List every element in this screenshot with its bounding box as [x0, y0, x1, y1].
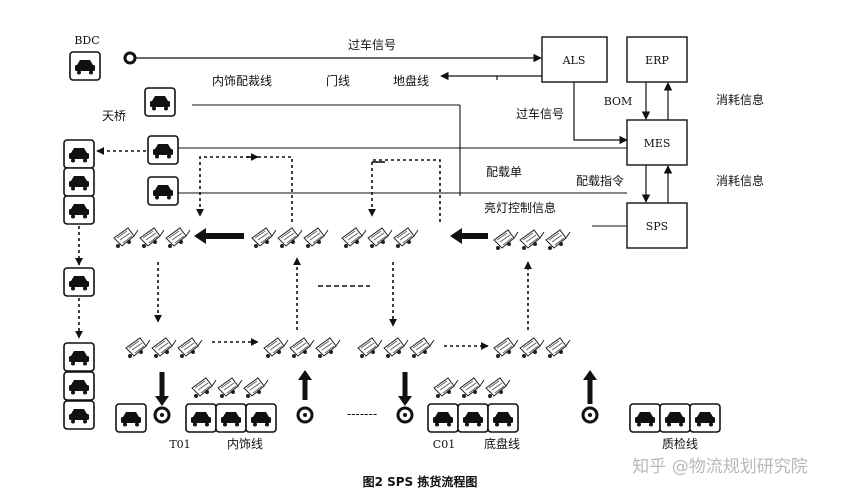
queue-car-icon [63, 139, 95, 169]
consume-top-label: 消耗信息 [716, 92, 764, 107]
bridge-car-icon [144, 87, 176, 117]
chassis-line-label: 地盘线 [393, 73, 429, 88]
qc-car-icon [689, 403, 721, 433]
chassis-car-icon [487, 403, 519, 433]
qc-node [581, 406, 599, 424]
t01-arrow-head [155, 396, 169, 406]
mes-label: MES [644, 137, 671, 150]
qc-node-dot [588, 413, 592, 417]
interior-line-name: 内饰线 [227, 437, 263, 451]
load-cmd-label: 配载指令 [576, 173, 624, 188]
signal-top-label: 过车信号 [348, 37, 396, 52]
watermark: 知乎 @物流规划研究院 [632, 457, 807, 477]
cart-train-upper-3 [342, 228, 418, 248]
cart-train-upper-1 [114, 228, 190, 248]
consume-bottom-label: 消耗信息 [716, 173, 764, 188]
queue-car-icon [63, 371, 95, 401]
bridge-car-icon [147, 135, 179, 165]
signal-mid-label: 过车信号 [516, 106, 564, 121]
dotted-loop-chassis [368, 159, 441, 222]
cart-train-lower-3 [358, 338, 434, 358]
t01-label: T01 [169, 438, 190, 451]
cart-train-upper-2 [252, 228, 328, 248]
mes-box [626, 119, 688, 166]
chassis-car-icon [457, 403, 489, 433]
interior-car-icon [245, 403, 277, 433]
door-arrow-head [298, 370, 312, 380]
bridge-label: 天桥 [102, 109, 126, 123]
bdc-signal-node [123, 51, 137, 65]
qc-car-icon [629, 403, 661, 433]
cart-train-upper-4 [494, 230, 570, 250]
c01-arrow-head [398, 396, 412, 406]
cart-train-lower-2 [264, 338, 340, 358]
door-line-label: 门线 [326, 73, 350, 88]
light-info-label: 亮灯控制信息 [484, 200, 556, 215]
interior-car-icon [215, 403, 247, 433]
bom-label: BOM [604, 95, 633, 108]
thick-arrow-head [450, 228, 462, 244]
load-list-label: 配载单 [486, 165, 522, 179]
figure-caption: 图2 SPS 拣货流程图 [363, 474, 478, 489]
chassis-car-icon [427, 403, 459, 433]
bottom-dash: ------- [347, 407, 377, 421]
c01-node [396, 406, 414, 424]
als-box [541, 36, 608, 83]
cart-train-lower-4 [494, 338, 570, 358]
dotted-loop-interior [196, 156, 293, 222]
cart-train-lower-1 [126, 338, 202, 358]
queue-car-icon [63, 267, 95, 297]
cart-train-bottom-1 [192, 378, 268, 398]
bridge-car-icon [147, 176, 179, 206]
interior-car-icon [185, 403, 217, 433]
t01-car-icon [115, 403, 147, 433]
door-node [296, 406, 314, 424]
queue-car-icon [63, 400, 95, 430]
qc-line-name: 质检线 [662, 436, 698, 451]
als-to-mes-arrow [573, 82, 628, 145]
c01-label: C01 [433, 438, 455, 451]
bdc-label: BDC [74, 34, 99, 47]
queue-car-icon [63, 195, 95, 225]
t01-node [153, 406, 171, 424]
interior-line-label: 内饰配裁线 [212, 74, 272, 88]
t01-node-dot [160, 413, 164, 417]
queue-car-icon [63, 342, 95, 372]
qc-arrow-head [583, 370, 597, 380]
chassis-line-name: 底盘线 [484, 436, 520, 451]
als-label: ALS [562, 54, 586, 67]
queue-car-icon [63, 167, 95, 197]
als-to-lines-arrow [440, 71, 498, 81]
sps-label: SPS [646, 220, 668, 233]
cart-train-bottom-2 [434, 378, 510, 398]
thick-arrow-head [194, 228, 206, 244]
sps-box [626, 202, 688, 249]
erp-box [626, 36, 688, 83]
bdc-car-icon [69, 51, 101, 81]
erp-label: ERP [645, 54, 669, 67]
c01-node-dot [403, 413, 407, 417]
door-node-dot [303, 413, 307, 417]
qc-car-icon [659, 403, 691, 433]
